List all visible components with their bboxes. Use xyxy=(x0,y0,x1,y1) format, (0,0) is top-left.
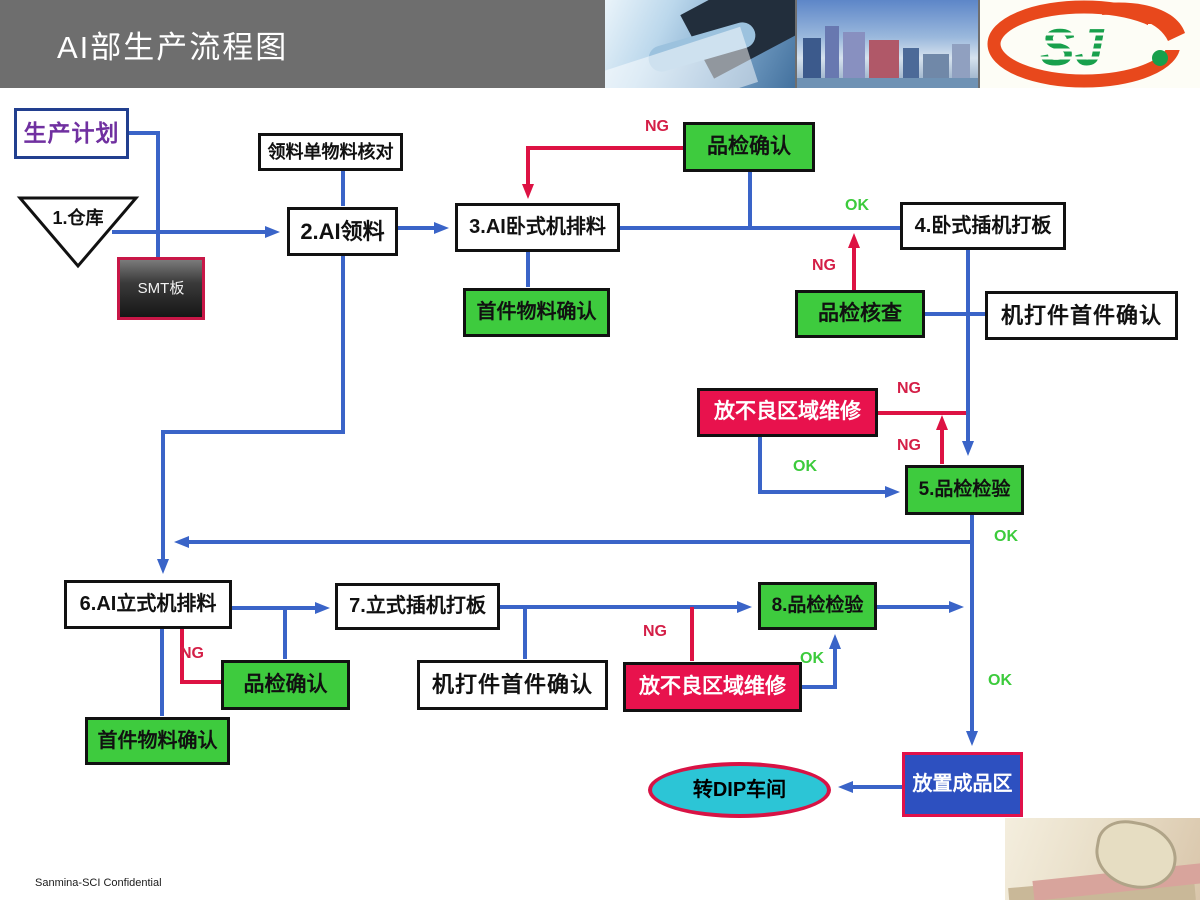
node-qc-inspection-5: 5.品检检验 xyxy=(905,465,1024,515)
node-horizontal-insert-board: 4.卧式插机打板 xyxy=(900,202,1066,250)
node-defect-repair-bottom: 放不良区域维修 xyxy=(623,662,802,712)
water-shape xyxy=(797,78,978,88)
node-warehouse: 1.仓库 xyxy=(52,208,104,228)
ng-label: NG xyxy=(812,257,836,274)
node-first-article-confirm-bottom: 首件物料确认 xyxy=(85,717,230,765)
ok-label: OK xyxy=(988,672,1012,689)
ng-label: NG xyxy=(897,437,921,454)
node-smt-board: SMT板 xyxy=(117,257,205,320)
ok-label: OK xyxy=(845,197,869,214)
node-qc-recheck: 品检核查 xyxy=(795,290,925,338)
node-ai-vertical-arrange: 6.AI立式机排料 xyxy=(64,580,232,629)
node-qc-confirm-bottom: 品检确认 xyxy=(221,660,350,710)
logo-dot xyxy=(1152,50,1168,66)
warehouse-triangle xyxy=(16,196,140,269)
city-skyline-photo xyxy=(797,0,978,88)
ok-label: OK xyxy=(793,458,817,475)
logo-swoosh-icon: SJ xyxy=(987,0,1200,88)
ok-label: OK xyxy=(994,528,1018,545)
building-shape xyxy=(803,38,821,78)
node-defect-repair-top: 放不良区域维修 xyxy=(697,388,878,437)
node-qc-confirm-top: 品检确认 xyxy=(683,122,815,172)
building-shape xyxy=(903,48,919,78)
building-shape xyxy=(869,40,899,78)
ng-label: NG xyxy=(897,380,921,397)
ng-label: NG xyxy=(645,118,669,135)
handshake-highlight-shape xyxy=(605,26,759,88)
clock-books-photo xyxy=(1005,818,1200,900)
ng-label: NG xyxy=(643,623,667,640)
ok-label: OK xyxy=(800,650,824,667)
node-qc-inspection-8: 8.品检检验 xyxy=(758,582,877,630)
ng-label: NG xyxy=(180,645,204,662)
node-finished-goods-area: 放置成品区 xyxy=(902,752,1023,817)
building-shape xyxy=(952,44,970,78)
handshake-photo xyxy=(605,0,795,88)
node-machine-first-confirm-bottom: 机打件首件确认 xyxy=(417,660,608,710)
logo-text: SJ xyxy=(1040,19,1105,77)
building-shape xyxy=(843,32,865,78)
building-shape xyxy=(825,26,839,78)
node-to-dip-workshop: 转DIP车间 xyxy=(648,762,831,818)
node-ai-horizontal-arrange: 3.AI卧式机排料 xyxy=(455,203,620,252)
confidential-note: Sanmina-SCI Confidential xyxy=(35,877,162,889)
page-title: AI部生产流程图 xyxy=(57,30,289,65)
header-bar: AI部生产流程图 SJ xyxy=(0,0,1200,88)
building-shape xyxy=(923,54,949,78)
node-ai-picking: 2.AI领料 xyxy=(287,207,398,256)
node-production-plan: 生产计划 xyxy=(14,108,129,159)
node-picking-list-check: 领料单物料核对 xyxy=(258,133,403,171)
node-vertical-insert-board: 7.立式插机打板 xyxy=(335,583,500,630)
company-logo: SJ xyxy=(980,0,1200,88)
node-machine-first-confirm-top: 机打件首件确认 xyxy=(985,291,1178,340)
node-first-article-confirm-top: 首件物料确认 xyxy=(463,288,610,337)
